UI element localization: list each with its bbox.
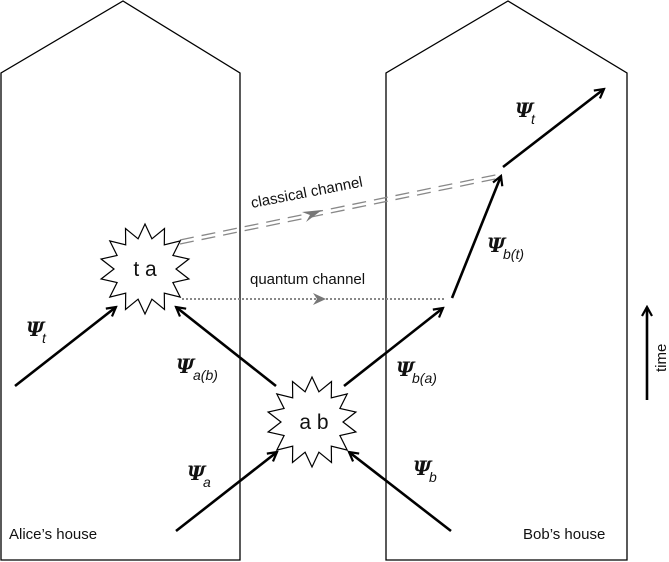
state-label-psi-b-of-a: Ψ b(a) [396,357,437,386]
state-label-psi-b: Ψ b [413,456,437,485]
node-ab-label: a b [299,411,328,434]
svg-text:b(t): b(t) [503,246,524,262]
state-label-psi-t-left: Ψ t [26,317,47,346]
svg-text:Ψ: Ψ [413,456,433,480]
arrow-psi-t-out [502,89,604,169]
classical-channel-label: classical channel [250,174,365,212]
state-label-psi-b-of-t: Ψ b(t) [487,233,524,262]
svg-text:t: t [42,330,47,346]
state-label-psi-a-of-b: Ψ a(b) [176,354,218,383]
arrow-psi-b-of-a [343,308,443,388]
svg-text:Ψ: Ψ [515,98,535,122]
interaction-node-ta [99,222,191,316]
classical-channel-arrowhead [302,210,322,222]
arrow-psi-t-in [14,307,116,388]
svg-text:a: a [203,474,211,490]
arrow-psi-a [175,452,277,533]
state-label-psi-t-right: Ψ t [515,98,536,127]
svg-text:t: t [531,111,536,127]
arrow-psi-b [349,452,452,533]
bob-house [385,0,628,561]
arrow-psi-a-of-b [176,307,277,388]
node-ta-label: t a [133,258,157,281]
svg-text:a(b): a(b) [193,367,218,383]
state-label-psi-a: Ψ a [187,461,211,490]
svg-text:Ψ: Ψ [26,317,46,341]
quantum-channel-arrowhead [313,293,326,305]
quantum-channel-label: quantum channel [250,271,365,288]
interaction-node-ab [266,375,358,469]
svg-text:b: b [429,469,437,485]
bob-house-label: Bob’s house [523,526,605,543]
svg-text:Ψ: Ψ [487,233,507,257]
svg-text:b(a): b(a) [412,370,437,386]
svg-text:Ψ: Ψ [187,461,207,485]
svg-text:Ψ: Ψ [176,354,196,378]
classical-channel [179,173,501,245]
arrow-psi-b-of-t [450,176,501,299]
svg-text:Ψ: Ψ [396,357,416,381]
time-axis-label: time [653,344,669,372]
alice-house [0,0,241,561]
alice-house-label: Alice’s house [9,526,97,543]
